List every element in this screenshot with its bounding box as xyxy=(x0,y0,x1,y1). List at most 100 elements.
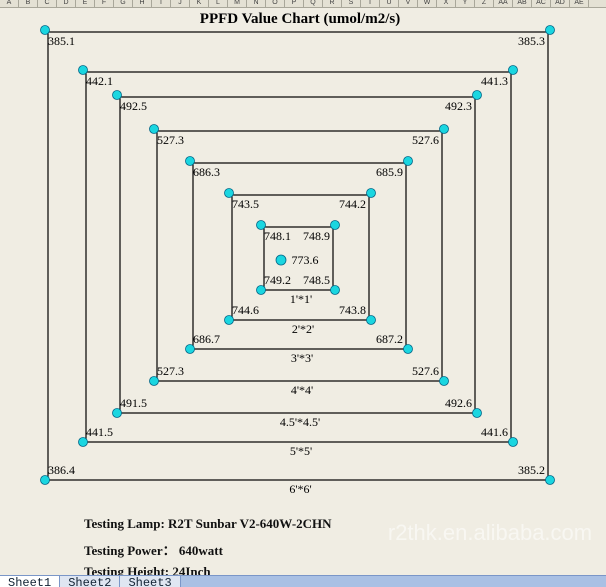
ring-rect xyxy=(119,96,476,414)
column-header[interactable]: AC xyxy=(532,0,551,7)
ring-size-label: 1'*1' xyxy=(290,292,312,306)
data-point xyxy=(439,124,449,134)
ppfd-chart: PPFD Value Chart (umol/m2/s) 385.1 385.3 3… xyxy=(40,11,592,545)
column-header[interactable]: AB xyxy=(513,0,532,7)
data-point xyxy=(403,156,413,166)
ring-size-label: 4'*4' xyxy=(291,383,313,397)
value-bl: 491.5 xyxy=(120,396,147,410)
sheet-tab[interactable]: Sheet1 xyxy=(0,576,61,587)
data-point xyxy=(508,65,518,75)
column-header[interactable]: N xyxy=(247,0,266,7)
value-tl: 492.5 xyxy=(120,99,147,113)
value-tl: 686.3 xyxy=(193,165,220,179)
column-header[interactable]: R xyxy=(323,0,342,7)
data-point xyxy=(330,285,340,295)
column-header[interactable]: AA xyxy=(494,0,513,7)
data-point xyxy=(185,156,195,166)
data-point xyxy=(149,124,159,134)
column-header[interactable]: C xyxy=(38,0,57,7)
column-header[interactable]: AD xyxy=(551,0,570,7)
ring-size-label: 5'*5' xyxy=(290,444,312,458)
column-header[interactable]: X xyxy=(437,0,456,7)
data-point xyxy=(366,315,376,325)
data-point xyxy=(224,188,234,198)
value-bl: 441.5 xyxy=(86,425,113,439)
data-point xyxy=(330,220,340,230)
column-header[interactable]: M xyxy=(228,0,247,7)
value-tl: 748.1 xyxy=(264,229,291,243)
column-header[interactable]: Y xyxy=(456,0,475,7)
data-point xyxy=(40,475,50,485)
column-header[interactable]: J xyxy=(171,0,190,7)
value-bl: 386.4 xyxy=(48,463,75,477)
sheet-tab[interactable]: Sheet3 xyxy=(120,576,181,587)
ring-rect xyxy=(192,162,407,350)
value-tl: 385.1 xyxy=(48,34,75,48)
data-point xyxy=(40,25,50,35)
column-header[interactable]: L xyxy=(209,0,228,7)
column-header[interactable]: D xyxy=(57,0,76,7)
column-header[interactable]: S xyxy=(342,0,361,7)
column-header[interactable]: Q xyxy=(304,0,323,7)
column-header[interactable]: A xyxy=(0,0,19,7)
data-point xyxy=(149,376,159,386)
data-point xyxy=(185,344,195,354)
value-tr: 744.2 xyxy=(339,197,366,211)
value-br: 748.5 xyxy=(303,273,330,287)
ring-rect xyxy=(263,226,334,291)
column-header[interactable]: U xyxy=(380,0,399,7)
value-tr: 527.6 xyxy=(412,133,439,147)
data-point xyxy=(112,90,122,100)
value-bl: 686.7 xyxy=(193,332,220,346)
ring-size-label: 2'*2' xyxy=(292,322,314,336)
value-br: 687.2 xyxy=(376,332,403,346)
data-point xyxy=(78,65,88,75)
ring-size-label: 6'*6' xyxy=(289,482,311,496)
data-point xyxy=(112,408,122,418)
ring-rect xyxy=(47,31,549,481)
column-header[interactable]: V xyxy=(399,0,418,7)
data-point xyxy=(403,344,413,354)
data-point xyxy=(472,408,482,418)
value-tr: 685.9 xyxy=(376,165,403,179)
column-header[interactable]: K xyxy=(190,0,209,7)
column-header[interactable]: W xyxy=(418,0,437,7)
column-header[interactable]: AE xyxy=(570,0,589,7)
column-header[interactable]: H xyxy=(133,0,152,7)
data-point xyxy=(224,315,234,325)
testing-lamp: Testing Lamp: R2T Sunbar V2-640W-2CHN xyxy=(84,516,332,531)
column-header[interactable]: P xyxy=(285,0,304,7)
column-header[interactable]: B xyxy=(19,0,38,7)
ring-rect xyxy=(85,71,512,443)
data-point xyxy=(508,437,518,447)
column-header[interactable]: G xyxy=(114,0,133,7)
value-tr: 748.9 xyxy=(303,229,330,243)
chart-title: PPFD Value Chart (umol/m2/s) xyxy=(200,11,400,27)
data-point xyxy=(78,437,88,447)
value-bl: 749.2 xyxy=(264,273,291,287)
value-tr: 441.3 xyxy=(481,74,508,88)
ring-size-label: 3'*3' xyxy=(291,351,313,365)
value-tl: 527.3 xyxy=(157,133,184,147)
value-bl: 527.3 xyxy=(157,364,184,378)
column-header[interactable]: O xyxy=(266,0,285,7)
data-point xyxy=(366,188,376,198)
column-header[interactable]: I xyxy=(152,0,171,7)
data-point xyxy=(545,475,555,485)
value-bl: 744.6 xyxy=(232,303,259,317)
data-point xyxy=(545,25,555,35)
value-tl: 442.1 xyxy=(86,74,113,88)
data-point xyxy=(439,376,449,386)
value-tr: 385.3 xyxy=(518,34,545,48)
data-point xyxy=(472,90,482,100)
column-header[interactable]: F xyxy=(95,0,114,7)
column-header[interactable]: E xyxy=(76,0,95,7)
ring-rect xyxy=(156,130,443,382)
sheet-tab[interactable]: Sheet2 xyxy=(60,576,121,587)
column-header[interactable]: T xyxy=(361,0,380,7)
data-point xyxy=(256,285,266,295)
column-header[interactable]: Z xyxy=(475,0,494,7)
value-br: 527.6 xyxy=(412,364,439,378)
